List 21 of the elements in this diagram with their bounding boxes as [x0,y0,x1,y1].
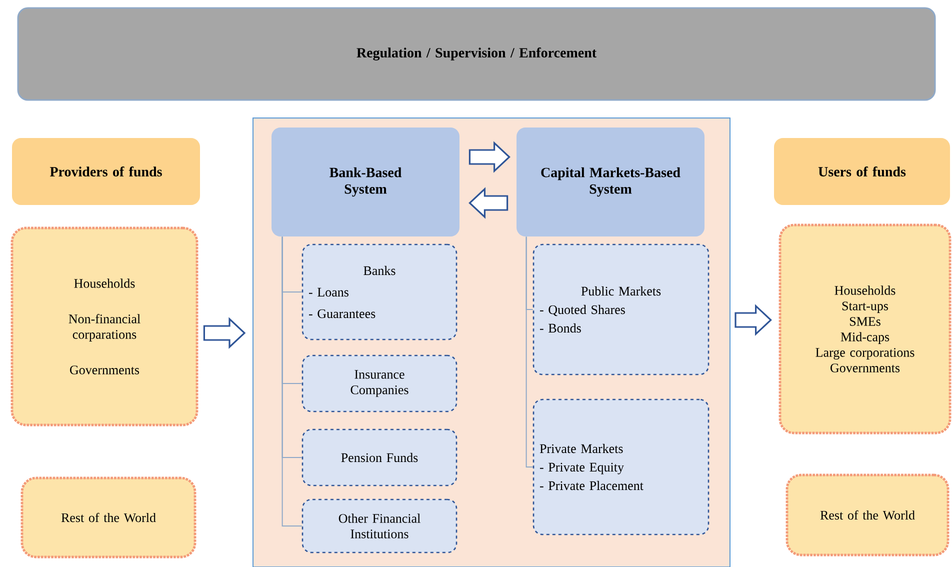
connector-line [526,236,534,468]
heading-box: Providers of funds [12,138,200,205]
group-box: Households Non-financial corparations Governments [10,226,198,426]
system-box: Bank-Based System [272,128,460,236]
group-box: Households Start-ups SMEs Mid-caps Large corporations Governments [778,224,952,434]
group-box: Rest of the World [786,474,950,556]
block-arrow [203,317,246,349]
group-box: Rest of the World [20,476,196,558]
heading-box: Users of funds [774,138,950,205]
banner-box: Regulation / Supervision / Enforcement [17,7,936,101]
institution-box: Other Financial Institutions [302,498,458,554]
institution-box: Insurance Companies [302,354,458,412]
block-arrow [468,187,508,219]
institution-box: Banks - Loans - Guarantees [302,244,458,340]
institution-box: Public Markets - Quoted Shares - Bonds [532,244,710,376]
institution-box: Pension Funds [302,428,458,486]
system-box: Capital Markets-Based System [516,128,705,236]
block-arrow [468,141,510,173]
institution-box: Private Markets - Private Equity - Private Placement [532,398,710,536]
connector-line [282,236,302,526]
block-arrow [734,304,772,336]
